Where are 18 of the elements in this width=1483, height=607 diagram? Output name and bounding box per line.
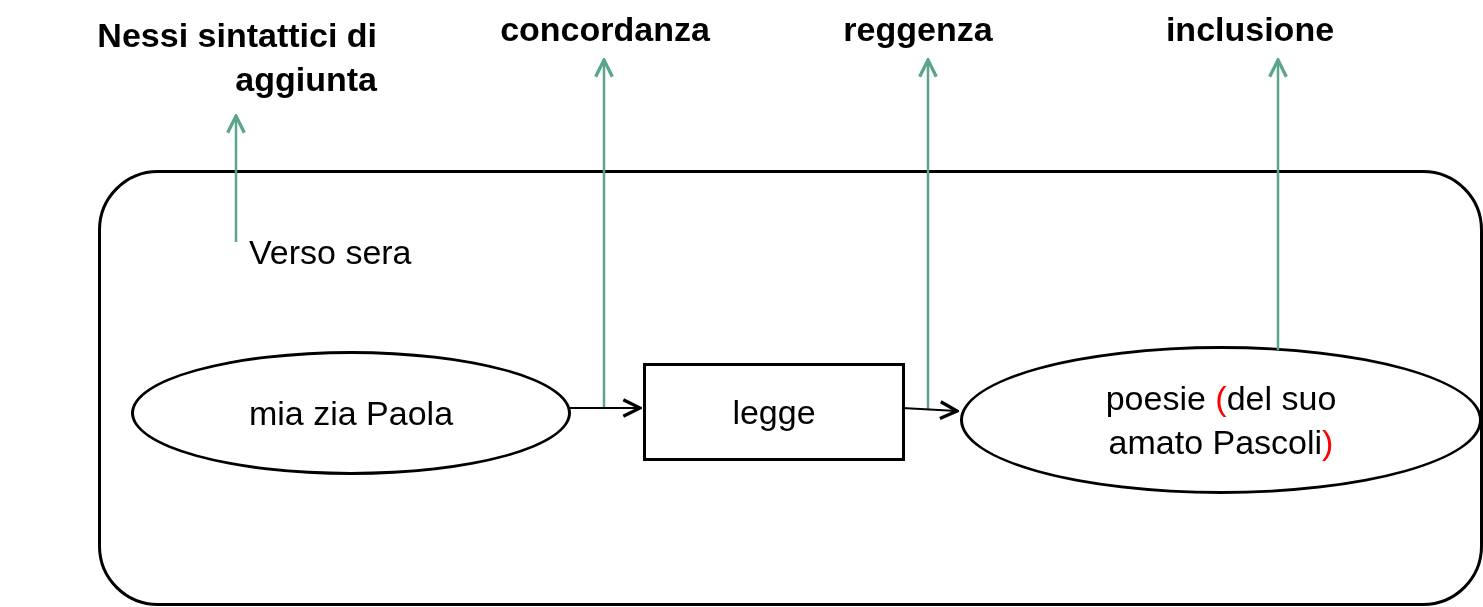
node-text: mia zia Paola bbox=[248, 392, 454, 434]
arrow bbox=[918, 58, 938, 410]
rounded-frame bbox=[98, 170, 1483, 606]
arrow bbox=[1268, 58, 1288, 350]
category-label: Nessi sintattici di aggiunta bbox=[5, 2, 377, 112]
arrow bbox=[594, 58, 614, 408]
node-text: poesie (del suo amato Pascoli) bbox=[1104, 377, 1338, 463]
category-label: reggenza bbox=[800, 2, 1036, 56]
category-label: inclusione bbox=[1120, 2, 1380, 56]
arrow bbox=[226, 114, 246, 242]
sentence-text: Verso sera bbox=[239, 225, 459, 279]
node-text: legge bbox=[732, 391, 816, 433]
ellipse-node bbox=[131, 351, 571, 475]
arrow bbox=[901, 400, 959, 421]
arrow bbox=[567, 398, 642, 418]
rect-node bbox=[643, 363, 905, 461]
ellipse-node bbox=[960, 346, 1482, 494]
category-label: concordanza bbox=[460, 2, 750, 56]
